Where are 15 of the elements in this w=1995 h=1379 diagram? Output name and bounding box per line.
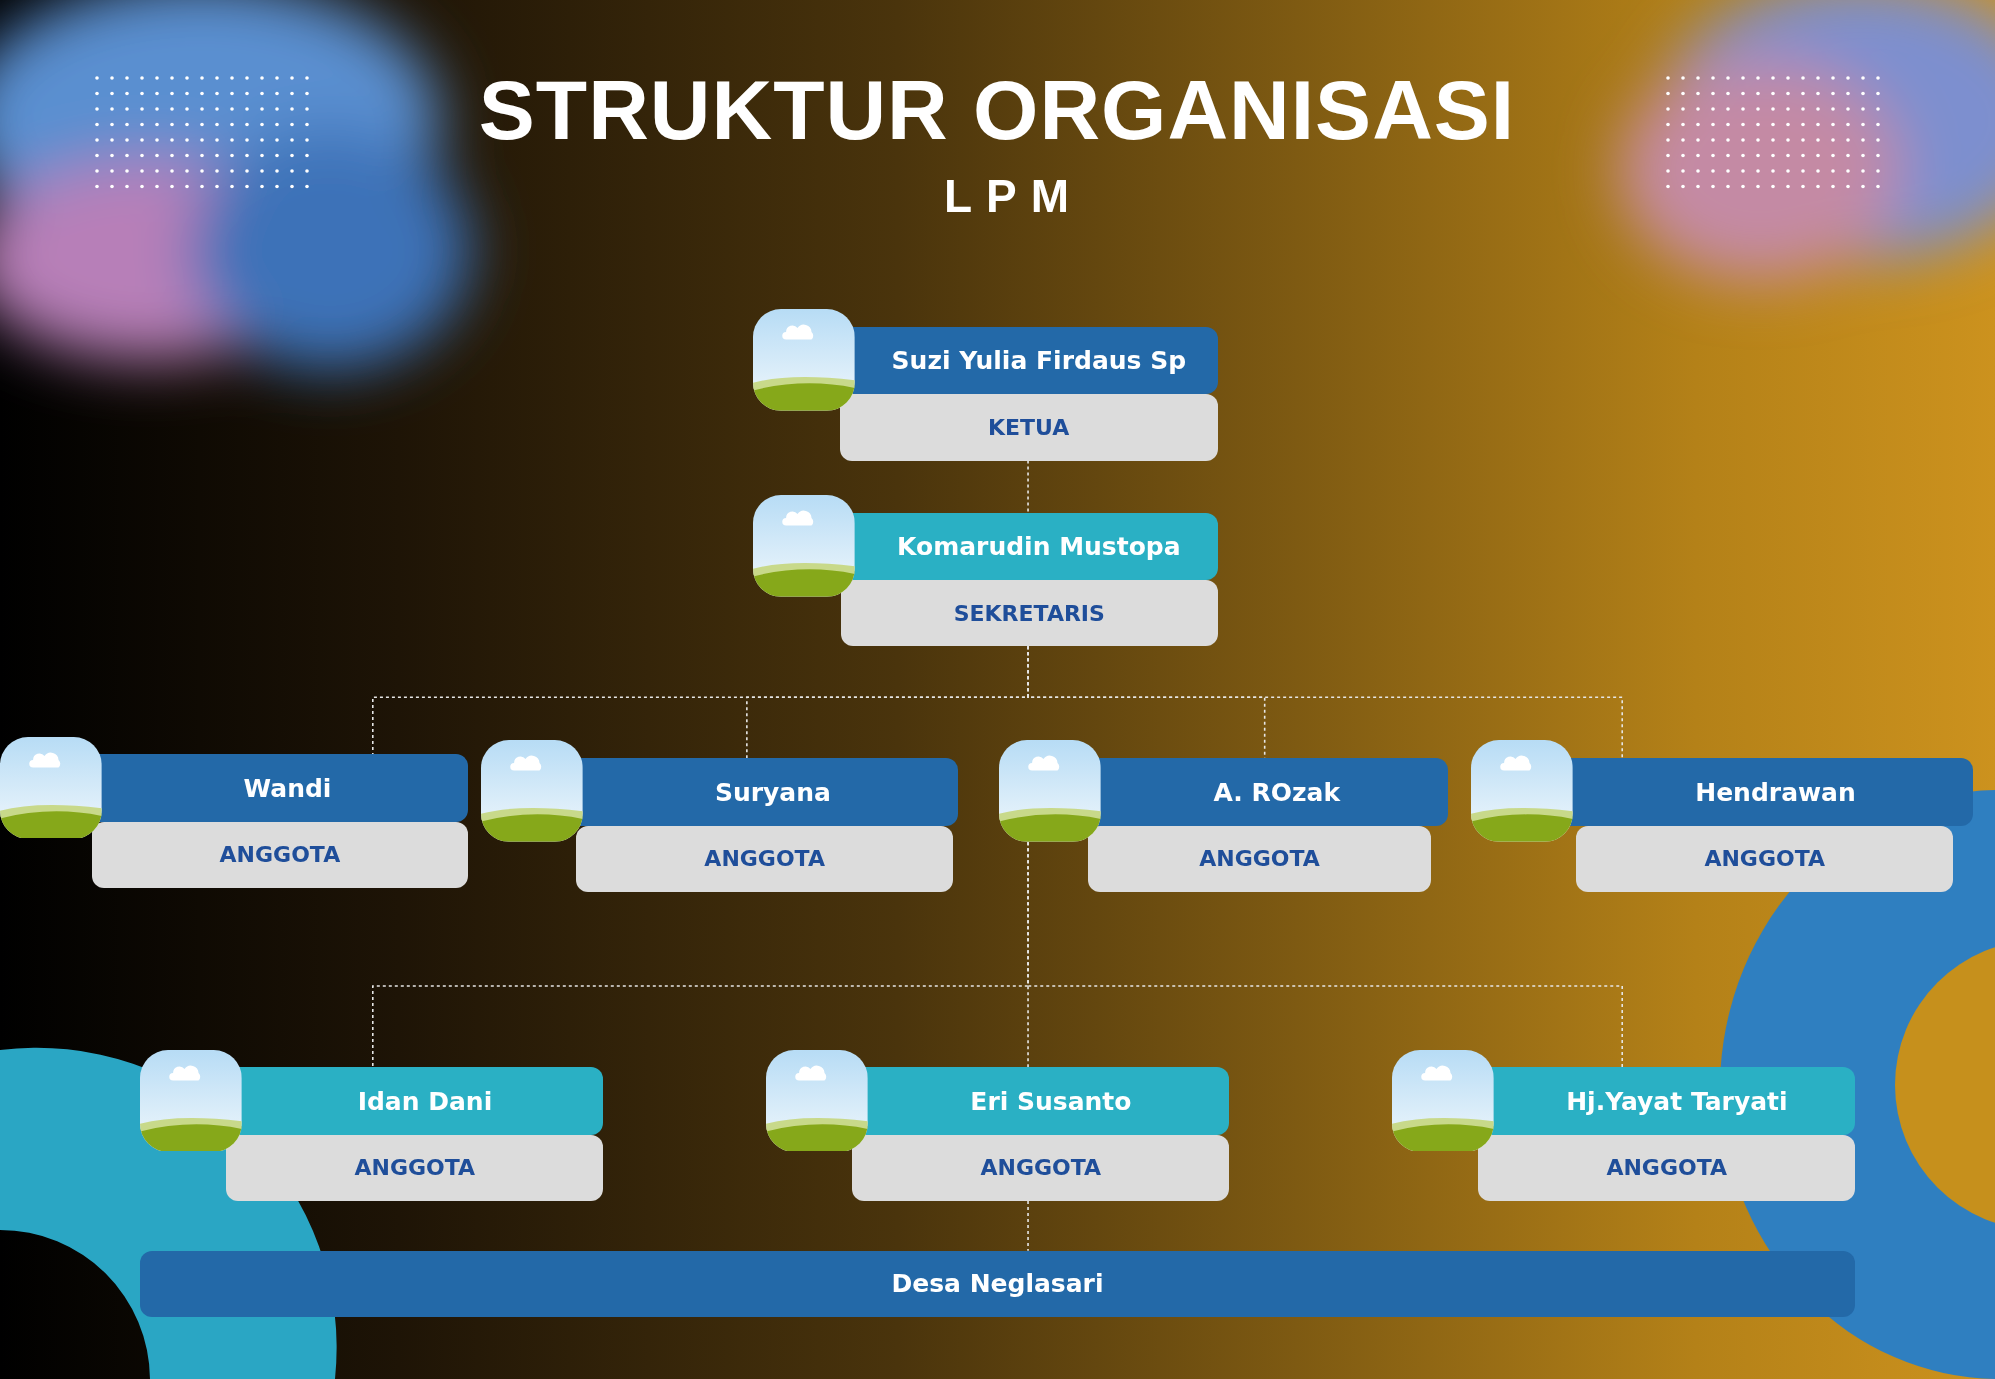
connector-line	[1027, 459, 1029, 514]
role-label: ANGGOTA	[1087, 825, 1432, 892]
location-banner: Desa Neglasari	[139, 1250, 1856, 1317]
connector-line	[1027, 841, 1623, 1069]
role-label: ANGGOTA	[91, 821, 469, 889]
role-label: SEKRETARIS	[841, 580, 1218, 647]
connector-line	[1027, 1200, 1029, 1252]
role-label: KETUA	[839, 394, 1218, 461]
role-label: ANGGOTA	[852, 1134, 1230, 1202]
role-label: ANGGOTA	[1478, 1134, 1855, 1202]
role-label: ANGGOTA	[1576, 825, 1953, 892]
role-label: ANGGOTA	[226, 1134, 604, 1202]
diagram-title: STRUKTUR ORGANISASI	[477, 62, 1517, 158]
role-label: ANGGOTA	[576, 825, 953, 892]
diagram-subtitle: LPM	[943, 170, 1080, 222]
